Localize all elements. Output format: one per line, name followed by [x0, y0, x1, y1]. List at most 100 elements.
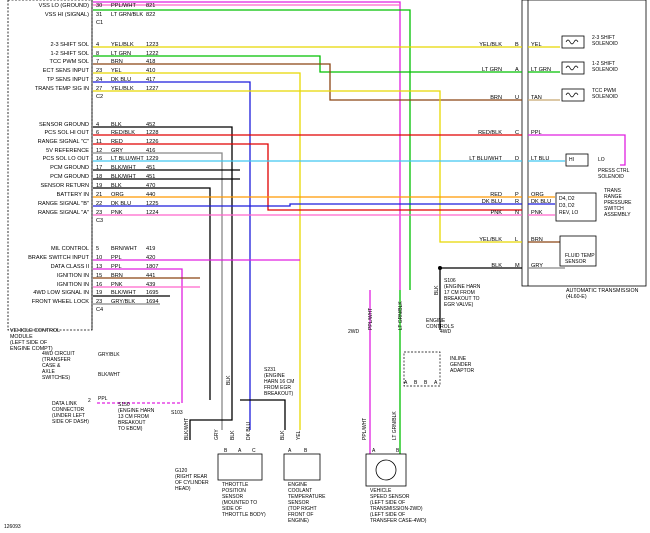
- vcm-circuit-number: 1227: [146, 86, 158, 92]
- vcm-wire-color: GRY/BLK: [111, 299, 135, 305]
- vcm-circuit-number: 441: [146, 273, 155, 279]
- vcm-wire-color: BRN: [111, 273, 123, 279]
- tp-sensor-label: THROTTLE BODY): [222, 512, 266, 518]
- vcm-circuit-number: 440: [146, 192, 155, 198]
- trans-left-wire: RED/BLK: [478, 130, 502, 136]
- solenoid-icon: [561, 88, 585, 102]
- wire-range-c: [93, 143, 522, 211]
- pcs-solenoid-icon: [565, 153, 589, 167]
- trans-left-wire: YEL/BLK: [479, 237, 502, 243]
- wire-vss-hi: [93, 9, 411, 290]
- trans-right-wire: PPL: [531, 130, 542, 136]
- wire-s231: [240, 399, 286, 430]
- vcm-pin-label: DATA CLASS II: [51, 264, 90, 270]
- splice-dot: [438, 266, 442, 270]
- engine-controls-label: CONTROLS: [426, 324, 454, 330]
- figure-id: 126093: [4, 524, 21, 530]
- vcm-caption: (LEFT SIDE OF: [10, 340, 48, 346]
- vcm-pin-label: RANGE SIGNAL "A": [38, 210, 89, 216]
- ect-sensor-label: TEMPERATURE: [288, 494, 326, 500]
- vss-wire: PPL/WHT: [362, 418, 368, 440]
- vcm-pin-label: SENSOR RETURN: [41, 183, 89, 189]
- tp-pin: B: [224, 448, 228, 454]
- vcm-wire-color: LT GRN/BLK: [111, 12, 143, 18]
- dlc-label: CONNECTOR: [52, 407, 85, 413]
- trans-int-ppl: [528, 134, 626, 166]
- tp-sensor-label: SIDE OF: [222, 506, 242, 512]
- range-switch-caption: RANGE: [604, 194, 622, 200]
- trans-left-wire: DK BLU: [482, 199, 502, 205]
- vcm-wire-color: BRN: [111, 59, 123, 65]
- vss-icon: [365, 453, 407, 487]
- inline-adaptor-label: GENDER: [450, 362, 472, 368]
- vcm-pin-number: 4: [96, 42, 99, 48]
- vcm-pin-number: 18: [96, 174, 102, 180]
- splice-s231: S231: [264, 367, 276, 373]
- vcm-pin-number: 19: [96, 183, 102, 189]
- vcm-circuit-number: 439: [146, 282, 155, 288]
- wire-sensor-return: [93, 187, 211, 400]
- splice-s150: BREAKOUT: [118, 420, 146, 426]
- ect-wire: YEL: [296, 430, 302, 440]
- vcm-pin-number: 23: [96, 210, 102, 216]
- splice-s103: S103: [171, 410, 183, 416]
- vcm-pin-number: 17: [96, 165, 102, 171]
- vert-ppl-wht: PPL/WHT: [368, 308, 374, 330]
- trans-pin: D: [515, 156, 519, 162]
- range-switch-icon: [555, 192, 597, 222]
- vss-pin: B: [396, 448, 400, 454]
- ground-g120: G120: [175, 468, 187, 474]
- trans-pin: N: [515, 210, 519, 216]
- trans-pin: C: [515, 130, 519, 136]
- vcm-wire-color: BLK/WHT: [111, 290, 136, 296]
- ect-sensor-label: (TOP RIGHT: [288, 506, 317, 512]
- trans-right-wire: GRY: [531, 263, 543, 269]
- fluid-temp-icon: [559, 235, 597, 267]
- wire-range-b: [93, 203, 522, 207]
- ground-g120: HEAD): [175, 486, 191, 492]
- ect-pin: A: [288, 448, 292, 454]
- splice-s150: S150: [118, 402, 130, 408]
- adaptor-pin: B: [414, 380, 418, 386]
- label-4wd: 4WD: [440, 329, 452, 335]
- connector-c1: C1: [96, 20, 103, 26]
- ect-sensor-label: ENGINE): [288, 518, 309, 524]
- vcm-pin-label: PCS SOL HI OUT: [44, 130, 89, 136]
- vcm-pin-label: BRAKE SWITCH INPUT: [28, 255, 89, 261]
- tp-sensor-label: POSITION: [222, 488, 246, 494]
- ect-sensor-icon: [283, 453, 321, 481]
- vcm-pin-number: 19: [96, 290, 102, 296]
- adaptor-pin: A: [434, 380, 438, 386]
- solenoid-icon: [561, 35, 585, 49]
- dlc-label: SIDE OF DASH): [52, 419, 89, 425]
- ect-sensor-label: FRONT OF: [288, 512, 313, 518]
- tp-wire: BLK: [230, 430, 236, 440]
- vcm-wire-color: BRN/WHT: [111, 246, 138, 252]
- vcm-pin-number: 23: [96, 299, 102, 305]
- circuit-4wd-label: AXLE: [42, 369, 55, 375]
- vcm-circuit-number: 420: [146, 255, 155, 261]
- vss-pin: A: [372, 448, 376, 454]
- vcm-pin-number: 6: [96, 130, 99, 136]
- dlc-pin: 2: [88, 398, 91, 404]
- vss-label: (LEFT SIDE OF: [370, 512, 405, 518]
- splice-s231: (ENGINE: [264, 373, 286, 379]
- trans-pin: A: [515, 67, 519, 73]
- vcm-wire-color: YEL/BLK: [111, 42, 134, 48]
- splice-s106: 17 CM FROM: [444, 290, 475, 296]
- tp-wire: GRY: [214, 429, 220, 440]
- connector-c4: C4: [96, 307, 103, 313]
- vert-blk-s106: BLK: [434, 285, 440, 295]
- trans-left-wire: LT GRN: [482, 67, 502, 73]
- vcm-circuit-number: 822: [146, 12, 155, 18]
- wire-sensor-ground: [93, 126, 233, 400]
- vcm-circuit-number: 1222: [146, 51, 158, 57]
- trans-right-wire: PNK: [531, 210, 543, 216]
- splice-s150: 13 CM FROM: [118, 414, 149, 420]
- vcm-pin-number: 30: [96, 3, 102, 9]
- pcs-caption: PRESS CTRL: [598, 168, 630, 174]
- vcm-wire-color: BLK: [111, 183, 122, 189]
- trans-right-wire: YEL: [531, 42, 542, 48]
- solenoid-label: SOLENOID: [592, 94, 618, 100]
- trans-pin: L: [515, 237, 518, 243]
